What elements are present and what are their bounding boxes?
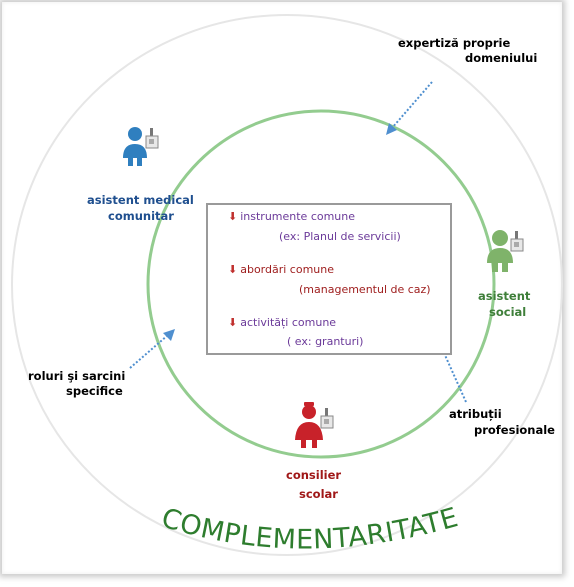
- annotation-expertise-line1: expertiză proprie: [398, 36, 511, 50]
- center-item-2: ⬇abordări comune: [228, 263, 334, 276]
- annotation-duties-line1: atribuții: [449, 407, 502, 421]
- center-box: ⬇instrumente comune (ex: Planul de servi…: [206, 203, 452, 355]
- role-medical-line1: asistent medical: [87, 193, 194, 207]
- center-item-3-example: ( ex: granturi): [287, 335, 364, 348]
- bullet-arrow-icon: ⬇: [228, 316, 238, 329]
- title: COMPLEMENTARITATE: [158, 502, 462, 556]
- annotation-roles-line2: specifice: [66, 384, 123, 398]
- bullet-arrow-icon: ⬇: [228, 210, 238, 223]
- arrow-left: [129, 334, 169, 369]
- arrow-top-right-head: [386, 123, 397, 135]
- annotation-expertise-line2: domeniului: [465, 51, 538, 65]
- center-item-2-label: abordări comune: [240, 263, 335, 276]
- role-social-line2: social: [489, 305, 527, 319]
- role-social-line1: asistent: [478, 289, 531, 303]
- person-icon: [487, 230, 524, 272]
- center-item-2-example: (managementul de caz): [299, 283, 431, 296]
- outer-circle: [11, 14, 563, 556]
- center-item-1-example: (ex: Planul de servicii): [279, 230, 401, 243]
- role-medical-line2: comunitar: [108, 209, 174, 223]
- green-circle: [146, 109, 496, 459]
- center-item-3-label: activități comune: [240, 316, 337, 329]
- center-item-3: ⬇activități comune: [228, 316, 336, 329]
- arrow-left-head: [163, 329, 175, 341]
- annotation-duties-line2: profesionale: [474, 423, 555, 437]
- role-counselor-line1: consilier: [286, 468, 342, 482]
- bullet-arrow-icon: ⬇: [228, 263, 238, 276]
- center-item-1-label: instrumente comune: [240, 210, 356, 223]
- role-counselor-line2: scolar: [299, 487, 338, 501]
- person-icon: [123, 127, 159, 166]
- person-icon: [295, 402, 334, 448]
- center-item-1: ⬇instrumente comune: [228, 210, 355, 223]
- annotation-roles-line1: roluri şi sarcini: [28, 369, 126, 383]
